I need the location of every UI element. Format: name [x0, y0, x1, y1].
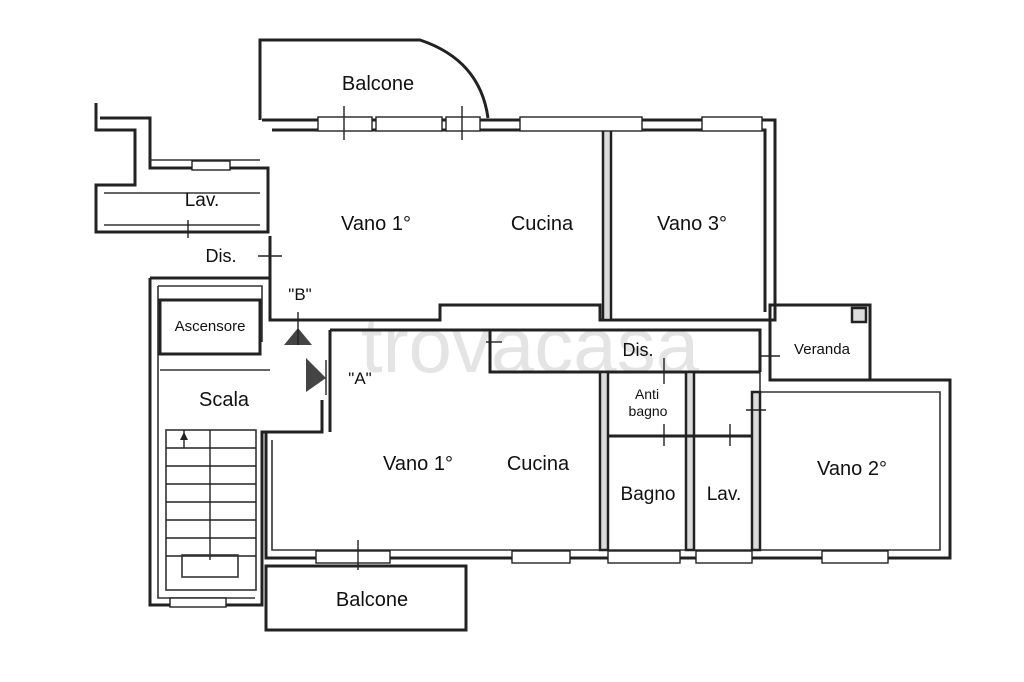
label-marker-b: "B"	[288, 285, 311, 304]
label-veranda: Veranda	[794, 341, 851, 358]
stair-core-wall	[148, 276, 324, 607]
label-antibagno-1: Anti	[635, 386, 659, 402]
bottom-corridor-wall	[328, 328, 762, 432]
label-dis-mid: Dis.	[623, 340, 654, 360]
watermark: trovacasa	[361, 301, 700, 389]
top-apartment-outer-wall	[262, 118, 777, 322]
bottom-windows	[169, 540, 889, 608]
label-antibagno-2: bagno	[629, 403, 668, 419]
label-cucina-top: Cucina	[511, 213, 574, 235]
label-vano1-bottom: Vano 1°	[383, 453, 453, 475]
lav-top-inner-wall	[104, 159, 260, 226]
label-ascensore: Ascensore	[175, 318, 246, 335]
veranda-corner	[850, 306, 868, 324]
label-balcone-top: Balcone	[342, 73, 414, 95]
bottom-apartment-inner-wall	[271, 372, 941, 551]
label-balcone-bottom: Balcone	[336, 589, 408, 611]
bathroom-partitions	[486, 341, 780, 552]
top-windows	[187, 106, 763, 257]
label-cucina-bottom: Cucina	[507, 453, 570, 475]
label-vano1-top: Vano 1°	[341, 213, 411, 235]
staircase	[165, 429, 257, 591]
label-lav-top: Lav.	[185, 190, 220, 211]
label-vano3: Vano 3°	[657, 213, 727, 235]
ascensore-box	[158, 298, 262, 356]
room-labels: Balcone Lav. Dis. Vano 1° Cucina Vano 3°…	[175, 73, 887, 611]
label-dis-top: Dis.	[206, 246, 237, 266]
label-marker-a: "A"	[348, 369, 371, 388]
marker-a-arrow	[306, 358, 326, 392]
balcone-top-outline	[258, 38, 490, 120]
balcone-bottom-outline	[264, 564, 468, 632]
label-scala: Scala	[199, 389, 250, 411]
label-bagno: Bagno	[621, 484, 676, 505]
label-lav-bottom: Lav.	[707, 484, 742, 505]
label-vano2: Vano 2°	[817, 458, 887, 480]
lav-top-wall	[94, 103, 270, 234]
partition-vano3	[601, 128, 613, 322]
